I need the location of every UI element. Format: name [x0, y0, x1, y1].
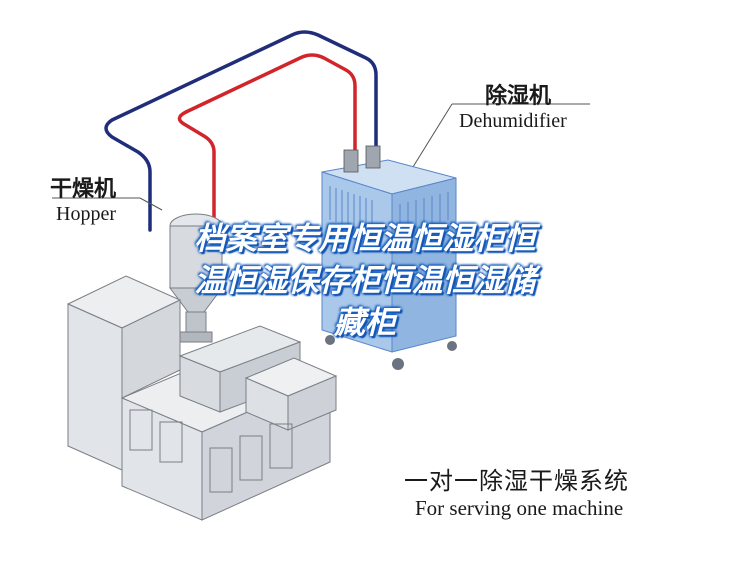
- system-caption-en: For serving one machine: [415, 496, 624, 520]
- blue-pipe: [104, 30, 378, 232]
- pipes: [104, 30, 378, 232]
- dehumidifier-label-en: Dehumidifier: [459, 110, 567, 132]
- red-pipe: [177, 53, 357, 224]
- system-caption-cn: 一对一除湿干燥系统: [404, 467, 629, 495]
- injection-molding-machine-icon: [66, 275, 338, 521]
- leader-lines: [52, 103, 590, 211]
- hopper-label-en: Hopper: [56, 203, 116, 225]
- dehumidifier-label-cn: 除湿机: [485, 84, 552, 109]
- watermark-line-3: 藏柜: [334, 305, 396, 341]
- watermark-title: 档案室专用恒温恒湿柜恒 温恒湿保存柜恒温恒湿储 藏柜: [80, 218, 650, 344]
- watermark-line-1: 档案室专用恒温恒湿柜恒: [194, 221, 536, 257]
- watermark-line-2: 温恒湿保存柜恒温恒湿储: [194, 263, 536, 299]
- dehumidifier-unit-icon: [321, 145, 457, 370]
- hopper-label-cn: 干燥机: [50, 177, 117, 202]
